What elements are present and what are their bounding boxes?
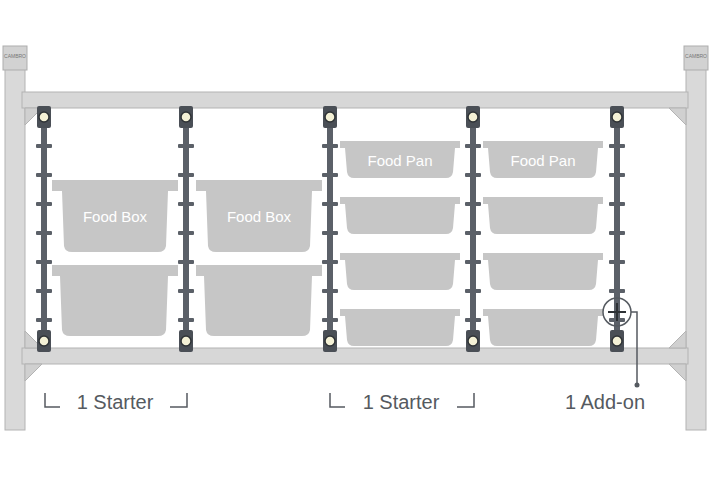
food-box: Food Box xyxy=(196,180,322,252)
rail xyxy=(465,106,481,352)
rail xyxy=(609,106,625,352)
bracket-label: 1 Starter xyxy=(77,391,154,413)
node-label: Food Box xyxy=(227,208,291,225)
brand-mark: CAMBRO xyxy=(685,54,707,60)
brand-mark: CAMBRO xyxy=(4,54,26,60)
rail xyxy=(178,106,194,352)
node-label: Food Pan xyxy=(367,152,432,169)
node-label: Food Pan xyxy=(510,152,575,169)
callout-label: 1 Add-on xyxy=(565,391,645,413)
bracket-label: 1 Starter xyxy=(363,391,440,413)
rail xyxy=(36,106,52,352)
food-pan: Food Pan xyxy=(483,141,603,178)
node-label: Food Box xyxy=(83,208,147,225)
food-pan: Food Pan xyxy=(340,141,460,178)
rail xyxy=(322,106,338,352)
food-box: Food Box xyxy=(52,180,178,252)
